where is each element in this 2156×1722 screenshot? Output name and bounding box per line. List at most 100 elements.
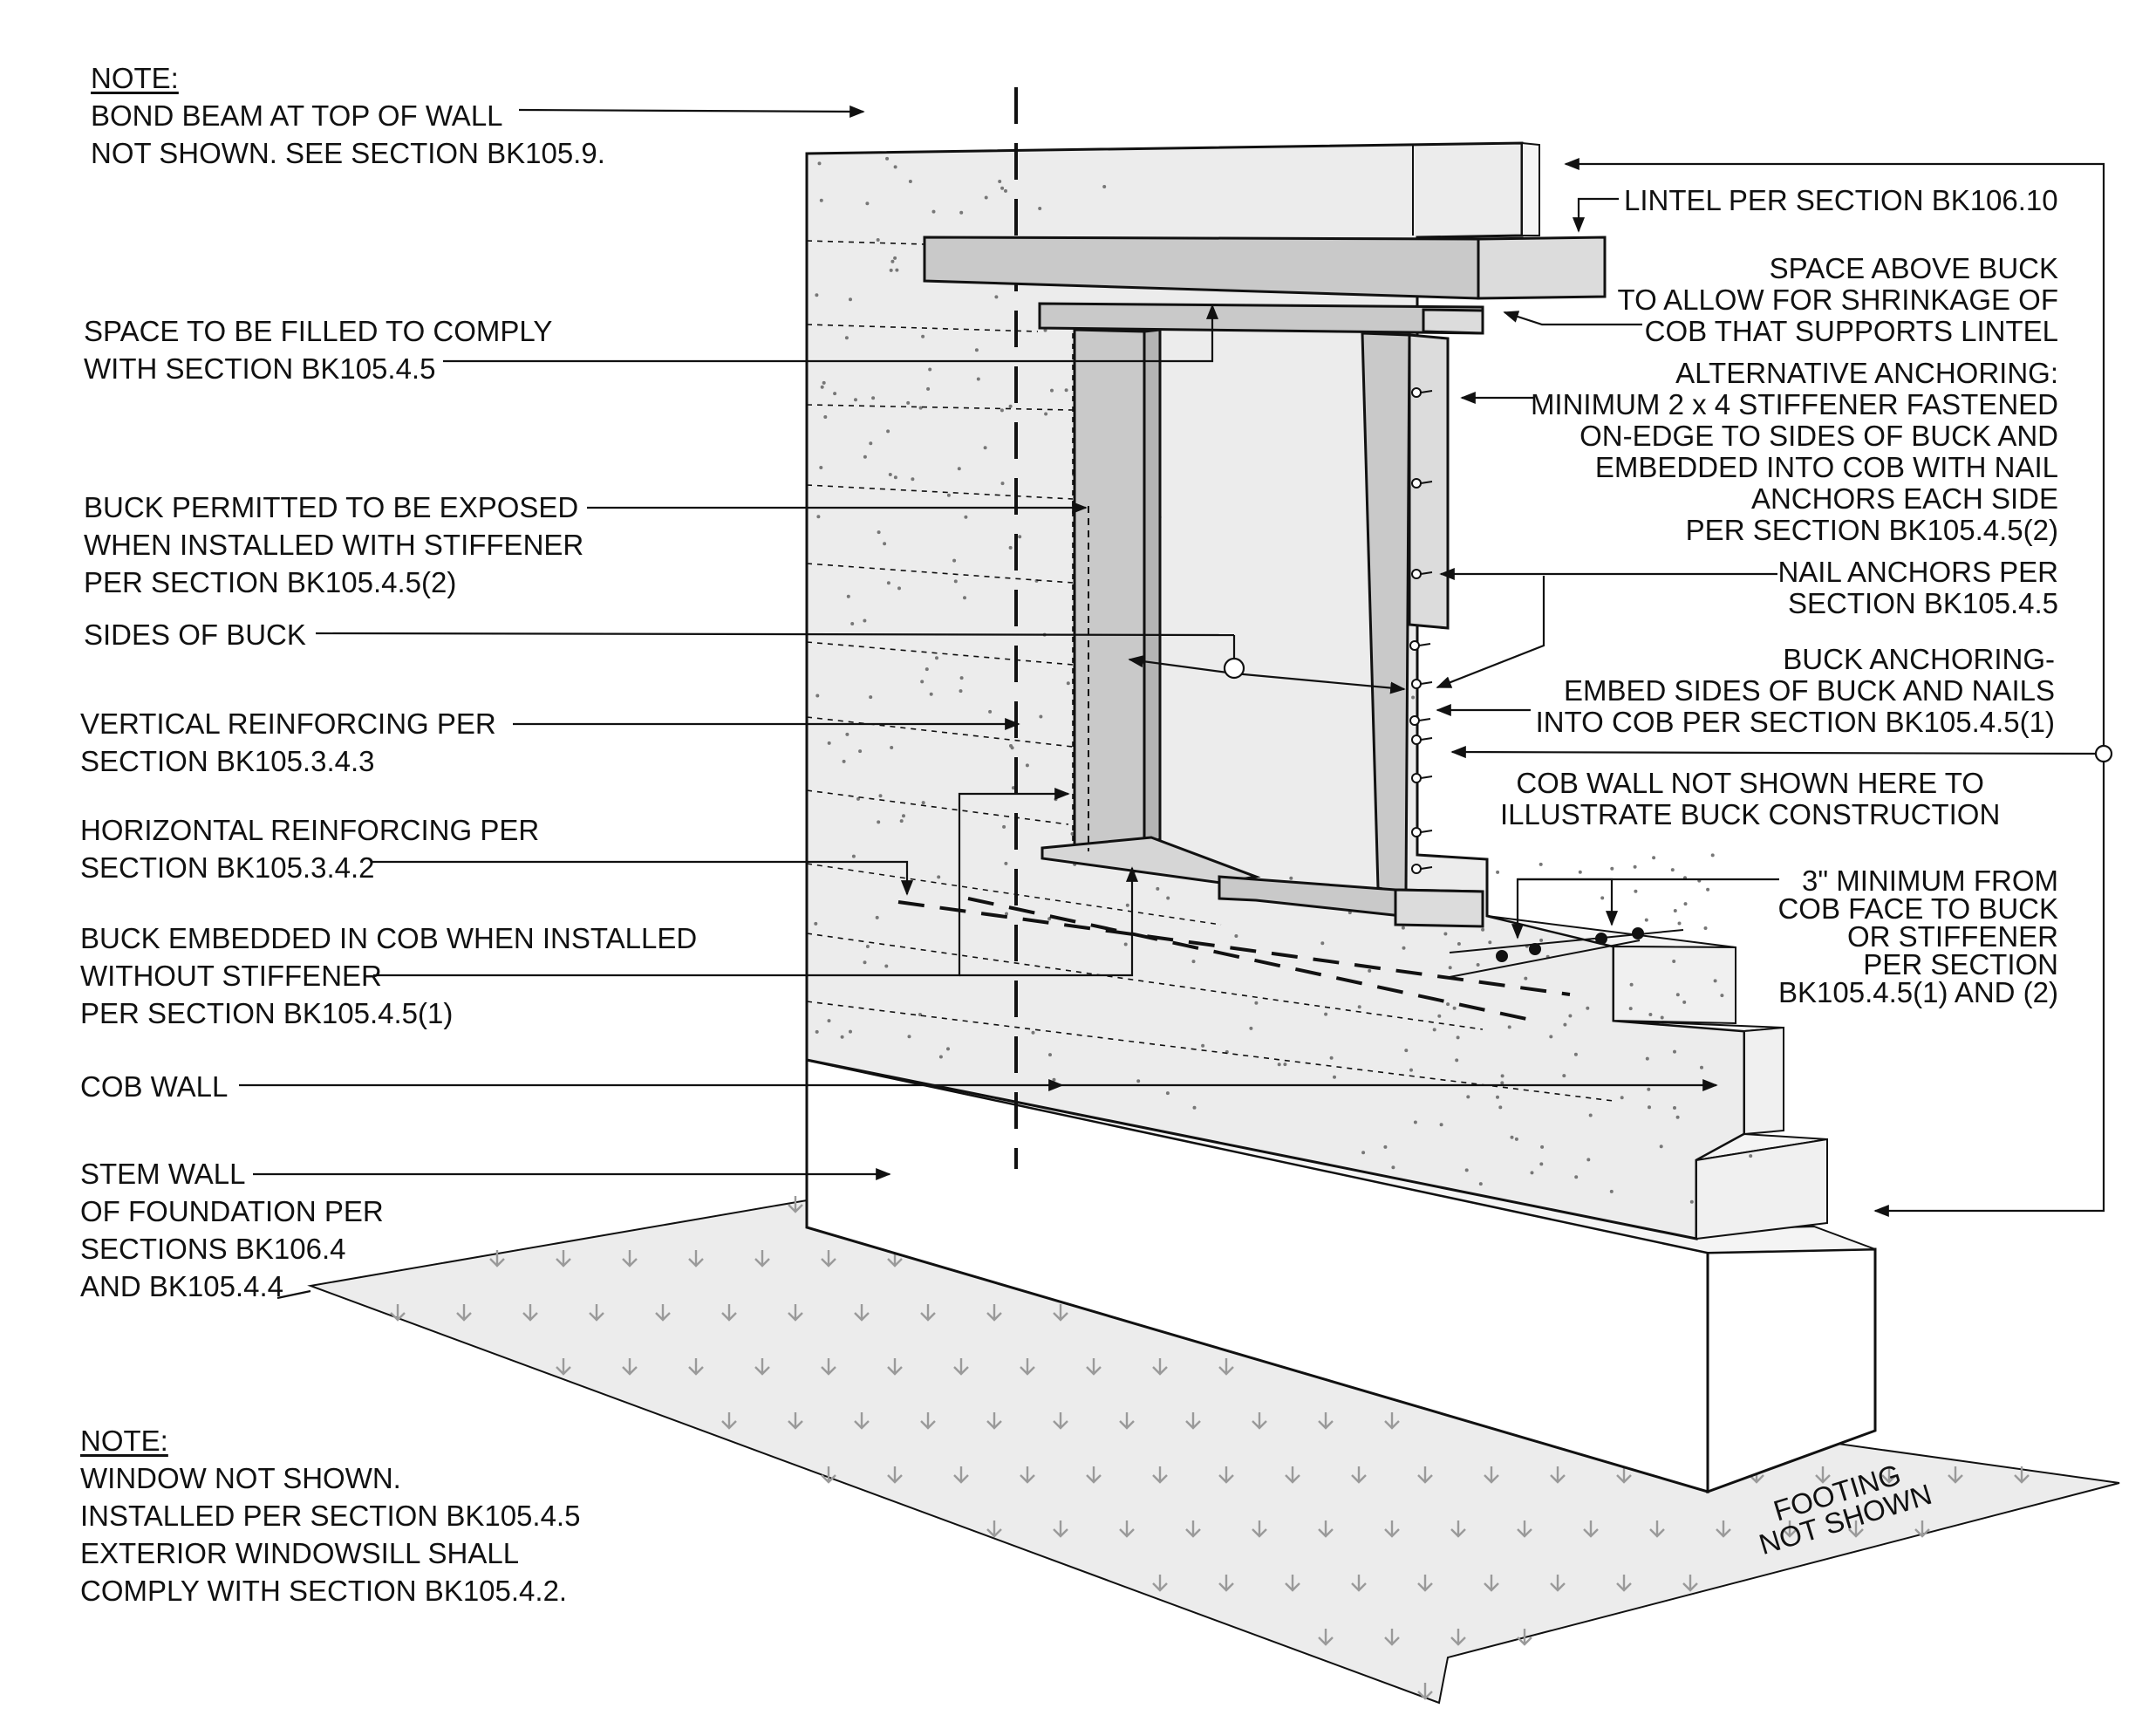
- gravel-arrow: [1053, 1412, 1068, 1430]
- cob-stipple: [959, 210, 964, 215]
- cob-stipple: [1000, 408, 1004, 413]
- cob-stipple: [1329, 1056, 1334, 1060]
- cob-stipple: [918, 1013, 922, 1016]
- cob-stipple: [1004, 861, 1008, 865]
- note-top-line-1: BOND BEAM AT TOP OF WALL: [91, 99, 503, 132]
- gravel-arrow: [920, 1304, 936, 1322]
- cob-stipple: [983, 446, 987, 450]
- cob-stipple: [885, 156, 890, 161]
- gravel-arrow: [2014, 1466, 2030, 1484]
- cob-stipple: [1052, 1077, 1056, 1082]
- space-filled-line-1: SPACE TO BE FILLED TO COMPLY: [84, 315, 553, 347]
- cob-stipple: [875, 915, 879, 919]
- cob-stipple: [863, 618, 867, 623]
- cob-stipple: [1675, 993, 1680, 997]
- cob-stipple: [935, 656, 938, 660]
- cob-stipple: [895, 268, 899, 272]
- gravel-arrow: [1782, 1520, 1798, 1538]
- cob-stipple: [1201, 1043, 1205, 1048]
- cob-stipple: [984, 195, 988, 200]
- space-filled-line-2: WITH SECTION BK105.4.5: [84, 352, 436, 385]
- cob-stipple: [1578, 870, 1582, 874]
- cob-stipple: [921, 801, 925, 805]
- gravel-arrow: [953, 1466, 969, 1484]
- gravel-arrow: [1119, 1520, 1135, 1538]
- gravel-arrow: [1914, 1520, 1930, 1538]
- cob-stipple: [1166, 896, 1170, 900]
- gravel-arrow: [1948, 1466, 1963, 1484]
- cob-stipple: [1249, 1026, 1253, 1030]
- cob-stipple: [1498, 1105, 1503, 1110]
- cob-stipple: [924, 667, 929, 672]
- gravel-arrow: [854, 1412, 870, 1430]
- cob-stipple: [858, 749, 863, 754]
- cob-stipple: [1002, 824, 1006, 829]
- cob-stipple: [840, 1035, 844, 1039]
- cob-stipple: [908, 180, 912, 183]
- cob-stipple: [886, 581, 890, 585]
- cob-stipple: [1672, 960, 1676, 963]
- space-above-buck-line-1: SPACE ABOVE BUCK: [1769, 252, 2058, 284]
- gravel-arrow: [1053, 1304, 1068, 1322]
- gravel-arrow: [986, 1520, 1002, 1538]
- buck-embedded-label: BUCK EMBEDDED IN COB WHEN INSTALLED WITH…: [80, 919, 697, 1032]
- cob-stipple: [823, 415, 828, 419]
- cob-stipple: [1038, 207, 1042, 210]
- three-inch-dimension: [1449, 927, 1684, 978]
- cob-stipple: [884, 964, 889, 968]
- cob-stipple: [1677, 921, 1682, 926]
- cob-stipple: [1402, 946, 1406, 950]
- cob-stipple: [1102, 185, 1107, 188]
- cob-stipple: [827, 741, 831, 745]
- cob-stipple: [886, 429, 890, 434]
- cob-wall-label: COB WALL: [80, 1068, 228, 1105]
- three-inch-line-1: 3" MINIMUM FROM: [1801, 864, 2058, 897]
- cob-stipple: [1136, 1079, 1141, 1083]
- cob-stipple: [959, 676, 964, 680]
- cob-stipple: [1031, 1030, 1035, 1035]
- cob-stipple: [1652, 856, 1656, 860]
- cob-stipple: [815, 1029, 819, 1034]
- gravel-arrow: [1252, 1520, 1267, 1538]
- cob-stipple: [1539, 862, 1543, 866]
- gravel-arrow: [887, 1466, 903, 1484]
- gravel-arrow: [1218, 1466, 1234, 1484]
- cob-stipple: [876, 238, 880, 242]
- cob-stipple: [974, 348, 979, 352]
- cob-stipple: [893, 165, 897, 169]
- cob-stipple: [871, 396, 876, 400]
- cob-stipple: [1610, 866, 1614, 871]
- cob-stipple: [964, 515, 968, 519]
- buck-anchoring-line-2: EMBED SIDES OF BUCK AND NAILS: [1564, 674, 2055, 707]
- gravel-arrow: [1318, 1629, 1334, 1646]
- cob-stipple: [814, 921, 818, 926]
- gravel-arrow: [887, 1358, 903, 1376]
- cob-stipple: [1682, 1000, 1687, 1004]
- cob-stipple: [851, 854, 856, 858]
- cob-stipple: [1675, 1115, 1680, 1119]
- cob-stipple: [1234, 934, 1238, 938]
- note-bottom-line-2: INSTALLED PER SECTION BK105.4.5: [80, 1500, 581, 1532]
- cob-stipple: [953, 579, 958, 584]
- three-inch-line-2: COB FACE TO BUCK: [1777, 892, 2058, 925]
- cob-stipple: [1254, 1001, 1259, 1005]
- three-inch-label: 3" MINIMUM FROM COB FACE TO BUCK OR STIF…: [1777, 864, 2058, 1007]
- buck-exposed-line-1: BUCK PERMITTED TO BE EXPOSED: [84, 491, 579, 523]
- gravel-arrow: [1384, 1629, 1400, 1646]
- cob-stipple: [1476, 963, 1480, 967]
- cob-stipple: [1586, 1006, 1590, 1010]
- gravel-arrow: [688, 1358, 704, 1376]
- cob-stipple: [920, 680, 924, 684]
- nail-anchors-line-1: NAIL ANCHORS PER: [1777, 556, 2058, 588]
- cob-stipple: [1749, 1154, 1753, 1158]
- cob-stipple: [1634, 889, 1638, 893]
- cob-stipple: [1455, 1058, 1459, 1063]
- note-bottom-label: NOTE: WINDOW NOT SHOWN. INSTALLED PER SE…: [80, 1422, 580, 1609]
- gravel-arrow: [1086, 1358, 1102, 1376]
- cob-stipple: [1706, 887, 1710, 892]
- cob-stipple: [815, 293, 819, 297]
- gravel-arrow: [622, 1250, 638, 1268]
- cob-stipple: [1357, 1005, 1361, 1009]
- cob-stipple: [1439, 1123, 1443, 1127]
